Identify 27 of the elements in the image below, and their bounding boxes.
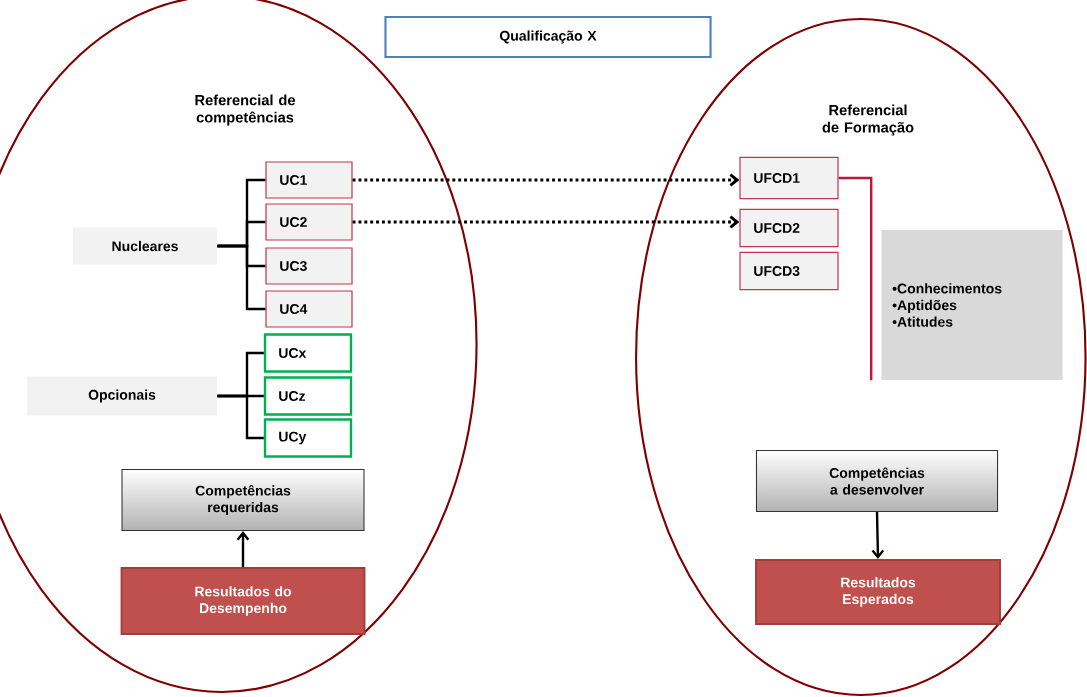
unit-box: UCz (263, 376, 353, 416)
unit-box: UC1 (265, 161, 353, 199)
process-box: Competências requeridas (121, 468, 365, 532)
arrow (871, 512, 885, 560)
unit-box: UC4 (265, 290, 353, 328)
unit-box: UFCD1 (739, 156, 839, 200)
unit-box: UFCD2 (739, 208, 839, 248)
group-label: Nucleares (73, 227, 217, 265)
process-box: Competências a desenvolver (755, 449, 999, 513)
unit-box: UCx (263, 333, 353, 373)
group-label: Opcionais (27, 376, 217, 416)
unit-box: UFCD3 (739, 251, 839, 291)
title-box: Qualificação X (384, 15, 712, 59)
section-heading: Referencial de competências (195, 94, 296, 126)
result-box: Resultados Esperados (755, 559, 1001, 625)
bracket (838, 176, 873, 381)
section-heading: Referencial de Formação (822, 104, 914, 136)
arrow (236, 531, 250, 568)
unit-box: UC2 (265, 203, 353, 241)
result-box: Resultados do Desempenho (120, 567, 366, 635)
arrow (352, 173, 740, 187)
unit-box: UC3 (265, 247, 353, 285)
list-box: •Conhecimentos •Aptidões •Atitudes (881, 230, 1063, 380)
bracket (217, 394, 264, 440)
bracket (217, 244, 266, 311)
arrow (352, 215, 740, 229)
unit-box: UCy (263, 418, 353, 458)
